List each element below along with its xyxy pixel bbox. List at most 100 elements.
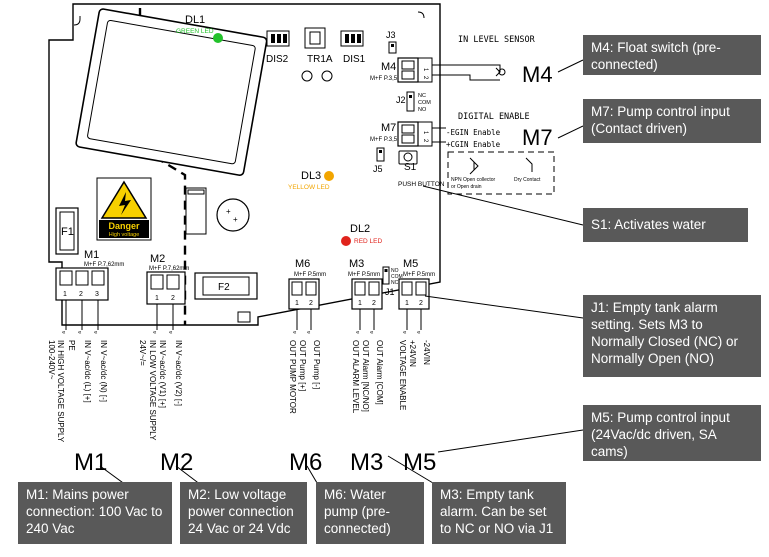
svg-text:NO: NO — [391, 268, 399, 274]
svg-text:+CGIN Enable: +CGIN Enable — [446, 140, 501, 149]
m3-terminal: 1 2 — [351, 278, 383, 310]
dl1-label: DL1 — [185, 14, 205, 26]
m1-terminal-label: M1 — [84, 249, 99, 261]
svg-text:2: 2 — [309, 300, 313, 307]
svg-text:«: « — [293, 330, 297, 336]
svg-text:IN HIGH VOLTAGE SUPPLY: IN HIGH VOLTAGE SUPPLY — [56, 340, 65, 443]
m6-terminal-label: M6 — [295, 258, 310, 270]
svg-text:+: + — [233, 215, 238, 224]
bottom-label-m6: M6 — [289, 449, 322, 476]
level-sensor-title: IN LEVEL SENSOR — [458, 35, 536, 45]
dis2-label: DIS2 — [266, 54, 289, 65]
dl3-label: DL3 — [301, 170, 321, 182]
m1-terminal: 1 2 3 — [55, 267, 109, 301]
m2-terminal: 1 2 — [146, 271, 186, 305]
svg-text:M+F P.7,62mm: M+F P.7,62mm — [149, 266, 189, 272]
float-switch-icon — [498, 68, 506, 76]
j5-label: J5 — [373, 164, 383, 174]
wire-arrows: ««« «« «« «« «« — [62, 330, 421, 336]
m5-terminal: 1 2 — [398, 278, 430, 310]
f2-label: F2 — [218, 282, 230, 293]
bridge-rectifier — [185, 187, 207, 235]
svg-text:2: 2 — [171, 295, 175, 302]
board-outline — [48, 3, 441, 326]
dl3-led-label: YELLOW LED — [288, 184, 330, 191]
svg-text:+: + — [226, 207, 231, 216]
svg-text:24V~/=: 24V~/= — [138, 340, 147, 366]
s1-push-label: PUSH BUTTON — [398, 181, 445, 188]
svg-text:«: « — [94, 330, 98, 336]
bottom-label-m3: M3 — [350, 449, 383, 476]
svg-text:IN V~ac/dc (V1) [+]: IN V~ac/dc (V1) [+] — [158, 340, 167, 408]
svg-text:OUT PUMP MOTOR: OUT PUMP MOTOR — [288, 340, 297, 414]
callout-m1: M1: Mains power connection: 100 Vac to 2… — [18, 482, 172, 544]
m7-big-label: M7 — [522, 125, 553, 150]
m7-type-label: M+F P.3,5mm — [370, 137, 407, 143]
svg-text:OUT Pump [+]: OUT Pump [+] — [298, 340, 307, 391]
wire-leads — [65, 300, 422, 330]
svg-text:«: « — [370, 330, 374, 336]
m4-label: M4 — [381, 61, 396, 73]
j2-label: J2 — [396, 95, 406, 105]
npn-transistor-icon — [469, 157, 479, 175]
digital-enable-title: DIGITAL ENABLE — [458, 112, 530, 122]
svg-text:VOLTAGE ENABLE: VOLTAGE ENABLE — [398, 340, 407, 410]
j3-label: J3 — [386, 30, 396, 40]
svg-text:+24VIN: +24VIN — [408, 340, 417, 367]
svg-text:OUT Pump [-]: OUT Pump [-] — [312, 340, 321, 389]
svg-text:IN V~ac/dc (V2) [-]: IN V~ac/dc (V2) [-] — [174, 340, 183, 406]
svg-text:1: 1 — [63, 291, 67, 298]
svg-text:NO: NO — [418, 107, 427, 113]
svg-text:1: 1 — [155, 295, 159, 302]
callout-m2: M2: Low voltage power connection 24 Vac … — [180, 482, 307, 544]
svg-text:1: 1 — [358, 300, 362, 307]
svg-text:«: « — [153, 330, 157, 336]
m4-type-label: M+F P.3,5mm — [370, 76, 407, 82]
bottom-label-m5: M5 — [403, 449, 436, 476]
capacitor — [216, 198, 250, 232]
svg-text:COM: COM — [418, 100, 431, 106]
svg-text:«: « — [62, 330, 66, 336]
callout-m4: M4: Float switch (pre-connected) — [583, 35, 761, 75]
f1-label: F1 — [61, 226, 74, 238]
svg-text:Dry Contact: Dry Contact — [514, 177, 541, 183]
svg-text:«: « — [356, 330, 360, 336]
svg-text:3: 3 — [95, 291, 99, 298]
svg-text:2: 2 — [422, 76, 428, 80]
red-led-icon — [341, 236, 351, 246]
lightning-icon — [119, 192, 131, 215]
svg-text:1: 1 — [422, 68, 428, 72]
svg-text:«: « — [78, 330, 82, 336]
callout-j1: J1: Empty tank alarm setting. Sets M3 to… — [583, 295, 761, 377]
m5-terminal-label: M5 — [403, 258, 418, 270]
green-led-icon — [213, 33, 223, 43]
svg-text:PE: PE — [67, 340, 76, 351]
svg-text:-EGIN Enable: -EGIN Enable — [446, 128, 501, 137]
danger-sign: Danger High voltage — [96, 177, 152, 241]
j1-label: J1 — [385, 287, 395, 297]
bottom-label-m1: M1 — [74, 449, 107, 476]
svg-text:«: « — [417, 330, 421, 336]
dis1-label: DIS1 — [343, 54, 366, 65]
svg-text:NC: NC — [418, 93, 426, 99]
dl2-led-label: RED LED — [354, 238, 382, 245]
svg-text:100-240V~: 100-240V~ — [47, 340, 56, 380]
svg-text:Danger: Danger — [108, 221, 140, 231]
svg-text:OUT Alarm [COM]: OUT Alarm [COM] — [375, 340, 384, 405]
m4-big-label: M4 — [522, 62, 553, 87]
m7-label: M7 — [381, 122, 396, 134]
bottom-labels: M1 M2 M6 M3 M5 — [74, 449, 436, 476]
svg-text:IN V~ac/dc (L) [+]: IN V~ac/dc (L) [+] — [83, 340, 92, 403]
callout-m5: M5: Pump control input (24Vac/dc driven,… — [583, 405, 761, 461]
svg-text:OUT Alarm [NC/NO]: OUT Alarm [NC/NO] — [361, 340, 370, 412]
svg-text:M+F P.7,62mm: M+F P.7,62mm — [84, 262, 124, 268]
svg-text:or Open drain: or Open drain — [451, 184, 482, 190]
callout-m7: M7: Pump control input (Contact driven) — [583, 99, 761, 143]
svg-text:M+F P.5mm: M+F P.5mm — [294, 272, 326, 278]
svg-text:M+F P.5mm: M+F P.5mm — [348, 272, 380, 278]
svg-text:2: 2 — [422, 139, 428, 143]
dl2-label: DL2 — [350, 223, 370, 235]
callout-m3: M3: Empty tank alarm. Can be set to NC o… — [432, 482, 566, 544]
